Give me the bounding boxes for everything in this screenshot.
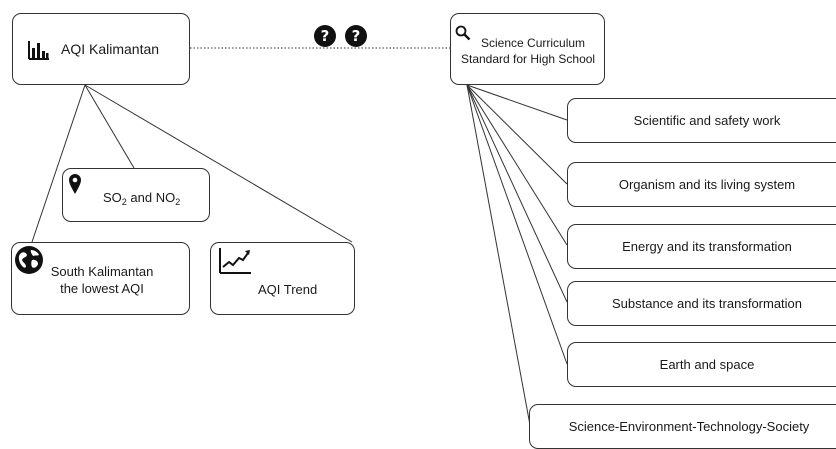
link-topic-4 bbox=[466, 84, 568, 303]
node-label-line-1: South Kalimantan bbox=[50, 264, 154, 279]
link-root-trend bbox=[84, 84, 353, 243]
topic-node: Substance and its transformation bbox=[567, 281, 836, 326]
topic-label: Earth and space bbox=[659, 357, 755, 372]
topic-label: Organism and its living system bbox=[618, 177, 796, 192]
node-label-line-2: the lowest AQI bbox=[60, 281, 144, 296]
globe-icon bbox=[14, 245, 44, 280]
topic-label: Scientific and safety work bbox=[633, 113, 781, 128]
topic-node: Science-Environment-Technology-Society bbox=[529, 404, 836, 449]
link-topic-6 bbox=[466, 84, 531, 426]
topic-label: Energy and its transformation bbox=[622, 239, 792, 254]
aqi-trend-node: AQI Trend bbox=[210, 242, 355, 315]
so2-no2-node: SO2 and NO2 bbox=[62, 168, 210, 222]
topic-node: Earth and space bbox=[567, 342, 836, 387]
link-topic-5 bbox=[466, 84, 568, 365]
topic-label: Substance and its transformation bbox=[611, 296, 803, 311]
node-label-line-1: Science Curriculum bbox=[481, 36, 586, 50]
topic-node: Scientific and safety work bbox=[567, 98, 836, 143]
topic-label: Science-Environment-Technology-Society bbox=[568, 419, 810, 434]
location-pin-icon bbox=[68, 173, 82, 200]
link-root-south bbox=[31, 84, 86, 243]
search-icon bbox=[455, 25, 471, 46]
bar-chart-icon bbox=[28, 40, 50, 65]
science-curriculum-node: Science Curriculum Standard for High Sch… bbox=[450, 13, 605, 85]
link-root-so2 bbox=[84, 84, 135, 169]
question-mark-icon: ? bbox=[314, 25, 336, 47]
south-kalimantan-node: South Kalimantan the lowest AQI bbox=[11, 242, 190, 315]
question-mark-icon: ? bbox=[345, 25, 367, 47]
node-label: AQI Kalimantan bbox=[61, 41, 160, 57]
aqi-kalimantan-node: AQI Kalimantan bbox=[12, 13, 190, 85]
node-label-line-2: Standard for High School bbox=[461, 52, 596, 66]
trend-chart-icon bbox=[218, 247, 252, 280]
topic-node: Organism and its living system bbox=[567, 162, 836, 207]
link-topic-3 bbox=[466, 84, 568, 246]
node-label: AQI Trend bbox=[258, 282, 318, 297]
topic-node: Energy and its transformation bbox=[567, 224, 836, 269]
link-topic-1 bbox=[466, 84, 568, 121]
link-topic-2 bbox=[466, 84, 568, 185]
node-label: SO2 and NO2 bbox=[103, 190, 181, 207]
